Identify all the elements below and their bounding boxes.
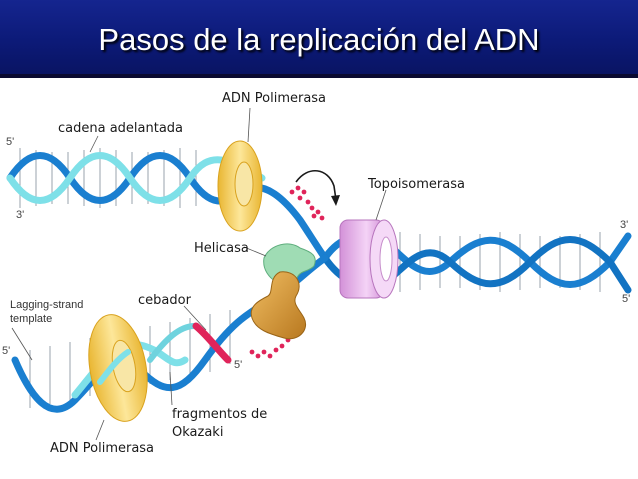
ssb-dot — [297, 195, 303, 201]
leading-new-strand — [6, 152, 266, 204]
strand-end-right-3: 3' — [620, 219, 628, 231]
ssb-dot — [261, 349, 267, 355]
label-adn-polimerasa-bottom: ADN Polimerasa — [50, 441, 154, 456]
ssb-dot — [309, 205, 315, 211]
okazaki-fragment-2 — [147, 323, 199, 363]
ssb-dot — [267, 353, 273, 359]
topoisomerase-hole — [379, 236, 393, 282]
leader-line — [375, 189, 387, 221]
leader-line — [169, 371, 173, 406]
ssb-proteins-top — [289, 185, 325, 221]
label-lagging-template-line2: template — [10, 313, 52, 325]
ssb-dot — [255, 353, 261, 359]
label-lagging-template-line1: Lagging-strand — [10, 299, 83, 311]
strand-end-top-left-3: 3' — [16, 209, 24, 221]
ssb-dot — [301, 189, 307, 195]
label-fragmentos-line2: Okazaki — [172, 425, 223, 440]
label-helicasa: Helicasa — [194, 241, 249, 256]
dna-polymerase-bottom — [88, 314, 148, 422]
strand-end-bottom-mid-5: 5' — [234, 359, 242, 371]
leading-template-strand — [6, 152, 329, 262]
polymerase-hole — [234, 161, 254, 207]
leader-lines — [11, 107, 387, 441]
ssb-dot — [311, 213, 317, 219]
label-adn-polimerasa-top: ADN Polimerasa — [222, 91, 326, 106]
ssb-dot — [279, 343, 285, 349]
primase — [250, 271, 306, 340]
leader-line — [243, 246, 267, 257]
leader-line — [89, 135, 99, 153]
label-topoisomerasa: Topoisomerasa — [367, 177, 465, 192]
slide-title: Pasos de la replicación del ADN — [98, 22, 540, 57]
primase-shape — [250, 271, 306, 340]
label-cadena-adelantada: cadena adelantada — [58, 121, 183, 136]
strand-end-right-5: 5' — [622, 293, 630, 305]
rotation-arrow-head — [331, 195, 340, 206]
strand-end-top-left-5: 5' — [6, 136, 14, 148]
leader-line — [247, 107, 251, 143]
ssb-dot — [319, 215, 325, 221]
ssb-dot — [249, 349, 255, 355]
header-divider — [0, 74, 638, 78]
leader-line — [95, 419, 105, 441]
topoisomerase — [339, 219, 399, 299]
leader-line — [183, 305, 207, 331]
label-cebador: cebador — [138, 293, 192, 308]
dna-replication-diagram: ADN Polimerasa cadena adelantada Topoiso… — [2, 91, 632, 456]
ssb-dot — [305, 199, 311, 205]
dna-polymerase-top — [217, 140, 263, 232]
label-fragmentos-line1: fragmentos de — [172, 407, 267, 422]
ssb-dot — [315, 209, 321, 215]
ssb-dot — [273, 347, 279, 353]
okazaki-through-polymerase — [97, 349, 131, 385]
rna-primer — [192, 322, 232, 364]
slide-header — [0, 0, 638, 74]
rotation-arrow — [295, 170, 337, 201]
ssb-dot — [295, 185, 301, 191]
leader-line — [11, 327, 33, 361]
strand-end-bottom-left-5: 5' — [2, 345, 10, 357]
ssb-dot — [289, 189, 295, 195]
